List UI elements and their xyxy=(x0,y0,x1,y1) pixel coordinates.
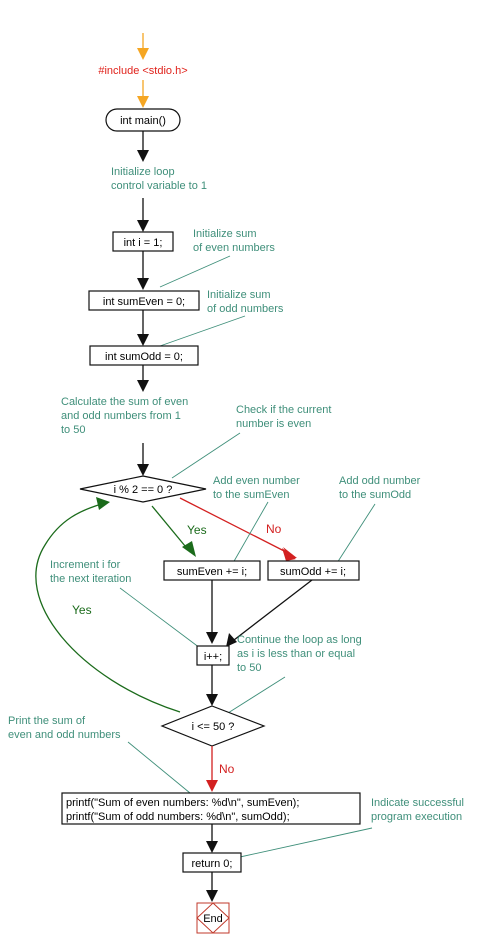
arrow-even-to-increment xyxy=(206,580,218,644)
main-label: int main() xyxy=(120,115,166,127)
return-label: return 0; xyxy=(192,858,233,870)
arrow-to-cond-even xyxy=(137,443,149,476)
arrow-printf-to-return xyxy=(206,824,218,853)
comment-connector-check xyxy=(171,432,241,479)
loop-yes-arrow xyxy=(35,497,181,713)
init-i-label: int i = 1; xyxy=(124,237,163,249)
comment-connector-add-even xyxy=(232,501,269,564)
comment-check-line1: Check if the current xyxy=(236,404,331,416)
increment-label: i++; xyxy=(204,651,222,663)
arrow-to-init-odd xyxy=(137,310,149,346)
add-even-label: sumEven += i; xyxy=(177,566,247,578)
comment-connector-continue xyxy=(227,676,286,714)
comment-sum-even-line1: Initialize sum xyxy=(193,228,257,240)
printf-line2: printf("Sum of odd numbers: %d\n", sumOd… xyxy=(66,811,290,823)
init-even-label: int sumEven = 0; xyxy=(103,296,185,308)
comment-connector-sum-even xyxy=(159,255,231,288)
comment-sum-even-line2: of even numbers xyxy=(193,242,275,254)
comment-calc-line2: and odd numbers from 1 xyxy=(61,410,181,422)
cond-loop-diamond: i <= 50 ? xyxy=(160,705,266,747)
comment-check-line2: number is even xyxy=(236,418,311,430)
comment-increment-line2: the next iteration xyxy=(50,573,131,585)
comment-connector-add-odd xyxy=(336,503,376,564)
cond-even-diamond: i % 2 == 0 ? xyxy=(79,475,207,503)
comment-success-line2: program execution xyxy=(371,811,462,823)
even-no-label: No xyxy=(266,522,282,536)
cond-even-label: i % 2 == 0 ? xyxy=(114,484,173,496)
include-arrow-top xyxy=(137,33,149,60)
arrow-main-to-comment xyxy=(137,131,149,162)
add-odd-box: sumOdd += i; xyxy=(267,560,360,581)
init-even-box: int sumEven = 0; xyxy=(88,290,200,311)
comment-continue-line1: Continue the loop as long xyxy=(237,634,362,646)
init-i-box: int i = 1; xyxy=(112,231,174,252)
comment-add-odd-line2: to the sumOdd xyxy=(339,489,411,501)
comment-add-even-line2: to the sumEven xyxy=(213,489,289,501)
arrow-to-init-even xyxy=(137,251,149,290)
comment-continue-line2: as i is less than or equal xyxy=(237,648,355,660)
even-no-arrow xyxy=(179,497,297,561)
arrow-to-init-i xyxy=(137,198,149,232)
return-box: return 0; xyxy=(182,852,242,873)
main-terminal: int main() xyxy=(105,108,181,132)
printf-line1: printf("Sum of even numbers: %d\n", sumE… xyxy=(66,797,299,809)
end-label: End xyxy=(203,913,223,925)
cond-loop-label: i <= 50 ? xyxy=(192,721,235,733)
comment-loop-var-line2: control variable to 1 xyxy=(111,180,207,192)
arrow-odd-to-calc xyxy=(137,365,149,392)
end-terminal: End xyxy=(196,902,230,934)
printf-box: printf("Sum of even numbers: %d\n", sumE… xyxy=(61,792,361,825)
arrow-return-to-end xyxy=(206,872,218,902)
comment-success-line1: Indicate successful xyxy=(371,797,464,809)
init-odd-box: int sumOdd = 0; xyxy=(89,345,199,366)
comment-connector-print xyxy=(127,741,191,794)
comment-add-odd-line1: Add odd number xyxy=(339,475,421,487)
add-even-box: sumEven += i; xyxy=(163,560,261,581)
add-odd-label: sumOdd += i; xyxy=(280,566,346,578)
even-yes-label: Yes xyxy=(187,523,207,537)
increment-box: i++; xyxy=(196,645,230,666)
loop-no-arrow xyxy=(206,746,218,792)
comment-connector-increment xyxy=(119,587,201,649)
comment-increment-line1: Increment i for xyxy=(50,559,121,571)
include-directive: #include <stdio.h> xyxy=(98,65,187,77)
comment-sum-odd-line1: Initialize sum xyxy=(207,289,271,301)
include-arrow-bottom xyxy=(137,80,149,108)
arrow-odd-to-increment xyxy=(226,579,313,647)
arrow-increment-to-cond-loop xyxy=(206,665,218,706)
comment-continue-line3: to 50 xyxy=(237,662,261,674)
comment-add-even-line1: Add even number xyxy=(213,475,300,487)
comment-print-line2: even and odd numbers xyxy=(8,729,121,741)
comment-calc-line1: Calculate the sum of even xyxy=(61,396,188,408)
comment-calc-line3: to 50 xyxy=(61,424,85,436)
loop-no-label: No xyxy=(219,762,235,776)
even-yes-arrow xyxy=(151,505,196,557)
comment-loop-var-line1: Initialize loop xyxy=(111,166,175,178)
init-odd-label: int sumOdd = 0; xyxy=(105,351,183,363)
loop-yes-label: Yes xyxy=(72,603,92,617)
comment-sum-odd-line2: of odd numbers xyxy=(207,303,284,315)
comment-connector-success xyxy=(239,827,373,858)
comment-print-line1: Print the sum of xyxy=(8,715,86,727)
comment-connector-sum-odd xyxy=(159,315,246,347)
